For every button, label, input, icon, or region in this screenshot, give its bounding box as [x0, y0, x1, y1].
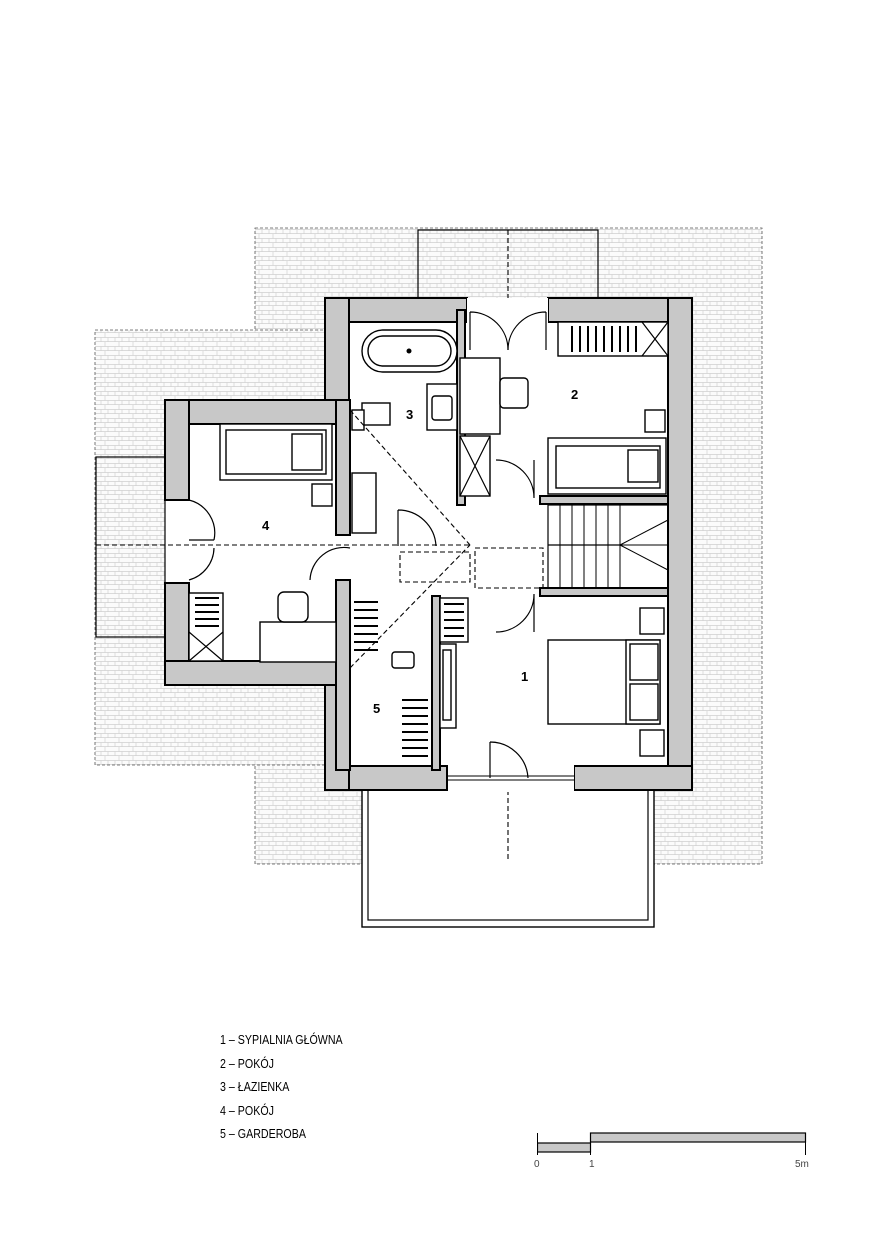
room-1-furniture: [439, 597, 665, 757]
door-swings: [188, 311, 547, 779]
walls: [164, 297, 693, 791]
room-name-5: GARDEROBA: [237, 1126, 306, 1141]
room-name-1: SYPIALNIA GŁÓWNA: [237, 1032, 343, 1047]
door-openings: [448, 298, 574, 792]
scale-label-0: 0: [534, 1159, 540, 1170]
legend-row-4: 4 – POKÓJ: [220, 1102, 274, 1118]
scale-label-5m: 5m: [795, 1159, 809, 1170]
room-number-2: 2: [571, 387, 578, 402]
room-number-1: 1: [521, 669, 528, 684]
left-dormer: [95, 456, 470, 638]
room-5-furniture: [349, 544, 471, 757]
scale-bar-graphic: [536, 1132, 807, 1155]
bottom-balcony: [361, 789, 655, 928]
bathroom-fixtures: [349, 329, 471, 546]
legend-row-2: 2 – POKÓJ: [220, 1055, 274, 1071]
legend-row-3: 3 – ŁAZIENKA: [220, 1079, 290, 1094]
room-number-4: 4: [262, 518, 270, 533]
room-name-2: POKÓJ: [237, 1055, 274, 1071]
room-2-furniture: [459, 321, 669, 497]
legend-row-5: 5 – GARDEROBA: [220, 1126, 306, 1141]
room-number-3: 3: [406, 407, 413, 422]
staircase: [399, 504, 669, 589]
scale-label-1: 1: [589, 1159, 595, 1170]
room-number-5: 5: [373, 701, 380, 716]
legend-row-1: 1 – SYPIALNIA GŁÓWNA: [220, 1032, 343, 1047]
room-name-4: POKÓJ: [237, 1102, 274, 1118]
room-name-3: ŁAZIENKA: [237, 1079, 290, 1094]
room-legend: 1 – SYPIALNIA GŁÓWNA 2 – POKÓJ 3 – ŁAZIE…: [220, 1028, 343, 1146]
scale-bar: 0 1 5m: [534, 1131, 809, 1171]
room-4-furniture: [188, 423, 377, 663]
